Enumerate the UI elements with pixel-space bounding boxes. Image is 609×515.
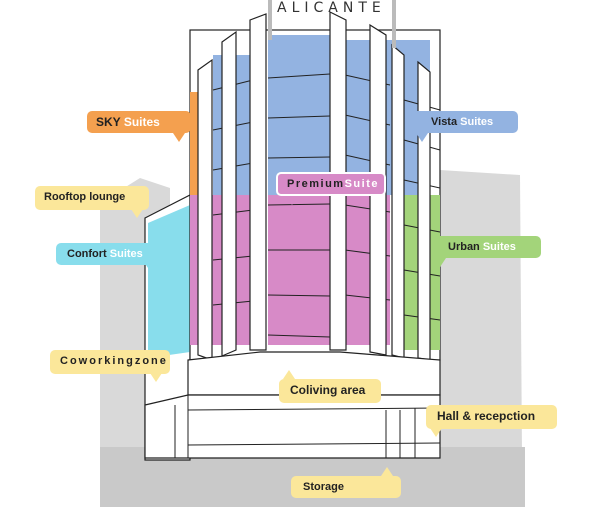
urban-label-main: Urban [448,241,480,253]
rooftop-label-pointer [131,209,143,218]
coliving-label-main: Coliving area [290,383,366,397]
coworking-label-pointer [150,373,162,382]
vista-label-sub: Suites [460,116,494,128]
sky-label-pointer [173,133,185,142]
confort-label-pointer [146,265,158,274]
confort-label-main: Confort [67,248,107,260]
vista-label-main: Vista [431,116,458,128]
sign-post-left [268,0,272,40]
premium-suite-label[interactable]: PremiumSuite [276,172,386,205]
coworking-zone-label[interactable]: Coworkingzone [50,350,170,382]
storage-label-main: Storage [303,481,344,493]
vista-zone-center [268,35,330,195]
sign-post-right [392,0,396,48]
podium-line-2 [187,442,441,446]
sky-label-main: SKY [96,115,121,129]
rooftop-label-main: Rooftop lounge [44,191,126,203]
premium-label-main: Premium [287,178,345,190]
storage-label-pointer [381,467,393,476]
urban-label-sub: Suites [482,241,516,253]
coliving-label-pointer [283,370,295,379]
rooftop-lounge-label[interactable]: Rooftop lounge [35,186,149,218]
urban-label-pointer [434,258,446,267]
podium-lower [144,394,441,459]
vista-label-pointer [416,133,428,142]
coworking-label-main: Coworkingzone [60,355,168,367]
confort-zone [148,205,190,358]
premium-zone-center [268,195,330,345]
podium-line [187,407,441,411]
urban-suites-label[interactable]: Urban Suites [432,236,541,267]
vista-suites-label[interactable]: Vista Suites [411,111,518,142]
hall-reception-label[interactable]: Hall & recepction [426,405,557,437]
confort-label-sub: Suites [109,248,143,260]
sky-label-sub: Suites [123,115,160,129]
sky-suites-label[interactable]: SKY Suites [87,111,191,142]
podium-columns [174,360,416,458]
coliving-area-label[interactable]: Coliving area [279,370,381,403]
premium-label-sub: Suite [344,178,379,190]
storage-label[interactable]: Storage [291,467,401,498]
hall-label-main: Hall & recepction [437,409,536,423]
hall-label-pointer [430,428,442,437]
confort-suites-label[interactable]: Confort Suites [56,243,166,274]
premium-label-pointer [286,196,298,205]
building-sign: ALICANTE [277,0,386,16]
